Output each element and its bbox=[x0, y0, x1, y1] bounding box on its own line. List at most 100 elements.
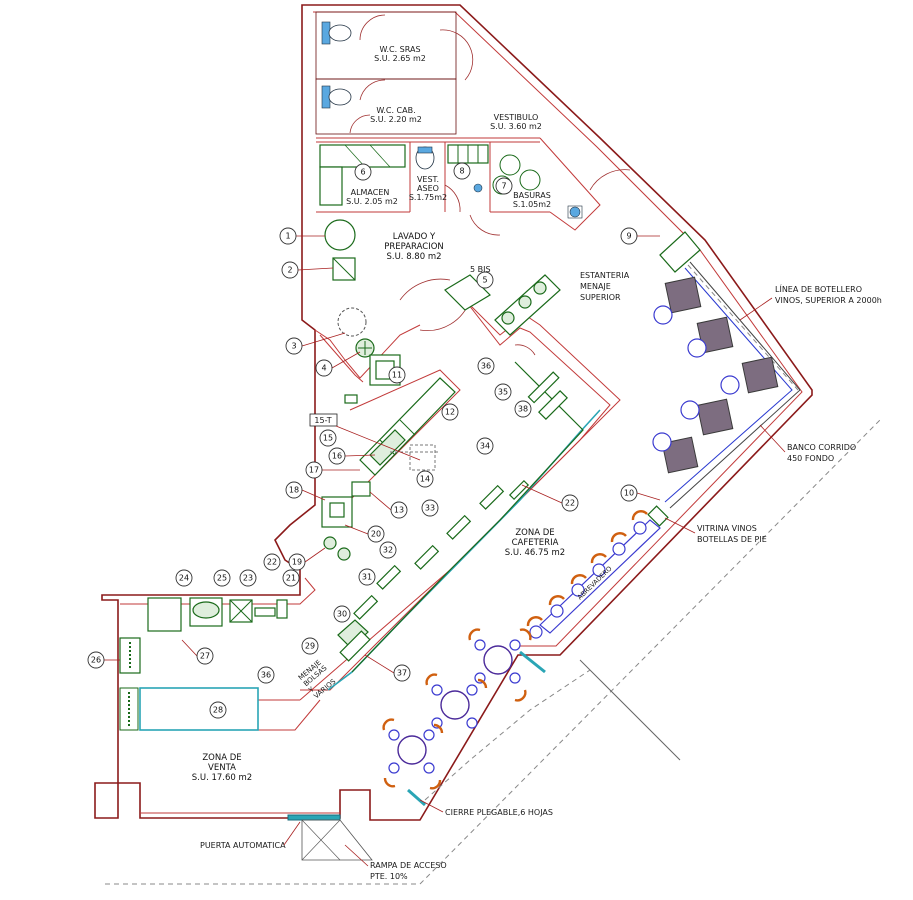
kitchen-equipment bbox=[321, 219, 701, 561]
marker-27 bbox=[196, 647, 214, 665]
marker-29-label: 29 bbox=[305, 642, 315, 651]
marker-30-label: 30 bbox=[337, 610, 347, 619]
marker-36b-label: 36 bbox=[261, 671, 271, 680]
marker-22a-label: 22 bbox=[267, 558, 277, 567]
note-cierre: CIERRE PLEGABLE,6 HOJAS bbox=[445, 808, 553, 817]
marker-32-label: 32 bbox=[383, 546, 393, 555]
cafeteria-name-l2: CAFETERIA bbox=[512, 538, 559, 548]
marker-6 bbox=[354, 163, 372, 181]
marker-35 bbox=[494, 383, 512, 401]
marker-33-label: 33 bbox=[425, 504, 435, 513]
marker-10-label: 10 bbox=[624, 489, 634, 498]
marker-19-label: 19 bbox=[292, 558, 302, 567]
marker-1-label: 1 bbox=[285, 232, 290, 241]
note-5-bis: 5 BIS bbox=[470, 265, 491, 274]
marker-4 bbox=[315, 359, 333, 377]
marker-3-label: 3 bbox=[291, 342, 296, 351]
lavado-area: S.U. 8.80 m2 bbox=[386, 252, 441, 262]
marker-28-label: 28 bbox=[213, 706, 223, 715]
marker-21 bbox=[282, 569, 300, 587]
marker-27-label: 27 bbox=[200, 652, 210, 661]
almacen-name: ALMACEN bbox=[351, 188, 390, 197]
marker-16-label: 16 bbox=[332, 452, 342, 461]
venta-area: S.U. 17.60 m2 bbox=[192, 773, 252, 783]
note-15-t: 15-T bbox=[314, 416, 331, 425]
marker-25-label: 25 bbox=[217, 574, 227, 583]
marker-26-label: 26 bbox=[91, 656, 101, 665]
marker-2-label: 2 bbox=[287, 266, 292, 275]
marker-32 bbox=[379, 541, 397, 559]
marker-13-label: 13 bbox=[394, 506, 404, 515]
tables bbox=[382, 628, 532, 790]
marker-37-label: 37 bbox=[397, 669, 407, 678]
venta-name-l1: ZONA DE bbox=[202, 753, 241, 763]
marker-38 bbox=[514, 400, 532, 418]
marker-10 bbox=[620, 484, 638, 502]
marker-31 bbox=[358, 568, 376, 586]
basuras-area: S.1.05m2 bbox=[513, 200, 551, 209]
marker-2 bbox=[281, 261, 299, 279]
marker-19 bbox=[288, 553, 306, 571]
note-banco-l2: 450 FONDO bbox=[787, 454, 834, 463]
basuras-name: BASURAS bbox=[513, 191, 551, 200]
marker-31-label: 31 bbox=[362, 573, 372, 582]
marker-36b bbox=[257, 666, 275, 684]
marker-20 bbox=[367, 525, 385, 543]
cafeteria-name-l1: ZONA DE bbox=[515, 528, 554, 538]
almacen-area: S.U. 2.05 m2 bbox=[346, 197, 398, 206]
marker-18-label: 18 bbox=[289, 486, 299, 495]
wc-cab-area: S.U. 2.20 m2 bbox=[370, 115, 422, 124]
marker-6-label: 6 bbox=[360, 168, 365, 177]
marker-12-label: 12 bbox=[445, 408, 455, 417]
note-menaje-l3: Y bbox=[306, 685, 316, 695]
note-menaje-l4: VARIOS bbox=[312, 677, 337, 700]
marker-18 bbox=[285, 481, 303, 499]
vestibulo-name: VESTIBULO bbox=[494, 113, 539, 122]
marker-30 bbox=[333, 605, 351, 623]
annotation-notes: ESTANTERIA MENAJE SUPERIOR LÍNEA DE BOTE… bbox=[200, 265, 882, 881]
marker-15 bbox=[319, 429, 337, 447]
marker-9 bbox=[620, 227, 638, 245]
vest-aseo-name-l2: ASEO bbox=[417, 184, 439, 193]
wc-sras-name: W.C. SRAS bbox=[379, 45, 420, 54]
marker-16 bbox=[328, 447, 346, 465]
marker-36a bbox=[477, 357, 495, 375]
note-banco-l1: BANCO CORRIDO bbox=[787, 443, 856, 452]
marker-22a bbox=[263, 553, 281, 571]
note-botellero-l2: VINOS, SUPERIOR A 2000h bbox=[775, 296, 882, 305]
marker-5-label: 5 bbox=[482, 276, 487, 285]
marker-29 bbox=[301, 637, 319, 655]
marker-23 bbox=[239, 569, 257, 587]
marker-35-label: 35 bbox=[498, 388, 508, 397]
storage-shelves bbox=[319, 144, 541, 206]
marker-7 bbox=[495, 177, 513, 195]
note-estanteria-l2: MENAJE bbox=[580, 282, 611, 291]
wc-cab-name: W.C. CAB. bbox=[376, 106, 415, 115]
marker-22b bbox=[561, 494, 579, 512]
marker-8-label: 8 bbox=[459, 167, 464, 176]
marker-17 bbox=[305, 461, 323, 479]
marker-23-label: 23 bbox=[243, 574, 253, 583]
note-vitrina-l1: VITRINA VINOS bbox=[697, 524, 757, 533]
marker-24 bbox=[175, 569, 193, 587]
marker-9-label: 9 bbox=[626, 232, 631, 241]
marker-21-label: 21 bbox=[286, 574, 296, 583]
exterior-lines bbox=[105, 419, 881, 885]
inner-walls bbox=[257, 11, 621, 731]
toilet-fixtures bbox=[321, 21, 583, 219]
marker-26 bbox=[87, 651, 105, 669]
lavado-name-l2: PREPARACION bbox=[384, 242, 444, 252]
numbered-markers: 1 2 3 4 5 6 7 8 9 10 11 12 13 14 15 16 1… bbox=[87, 162, 661, 719]
sales-equipment bbox=[119, 597, 288, 731]
marker-17-label: 17 bbox=[309, 466, 319, 475]
marker-34 bbox=[476, 437, 494, 455]
marker-4-label: 4 bbox=[321, 364, 326, 373]
marker-13 bbox=[390, 501, 408, 519]
marker-8 bbox=[453, 162, 471, 180]
room-labels: W.C. SRAS S.U. 2.65 m2 W.C. CAB. S.U. 2.… bbox=[192, 45, 565, 783]
marker-20-label: 20 bbox=[371, 530, 381, 539]
bar-counter bbox=[327, 361, 601, 691]
cafeteria-area: S.U. 46.75 m2 bbox=[505, 548, 565, 558]
marker-5 bbox=[476, 271, 494, 289]
